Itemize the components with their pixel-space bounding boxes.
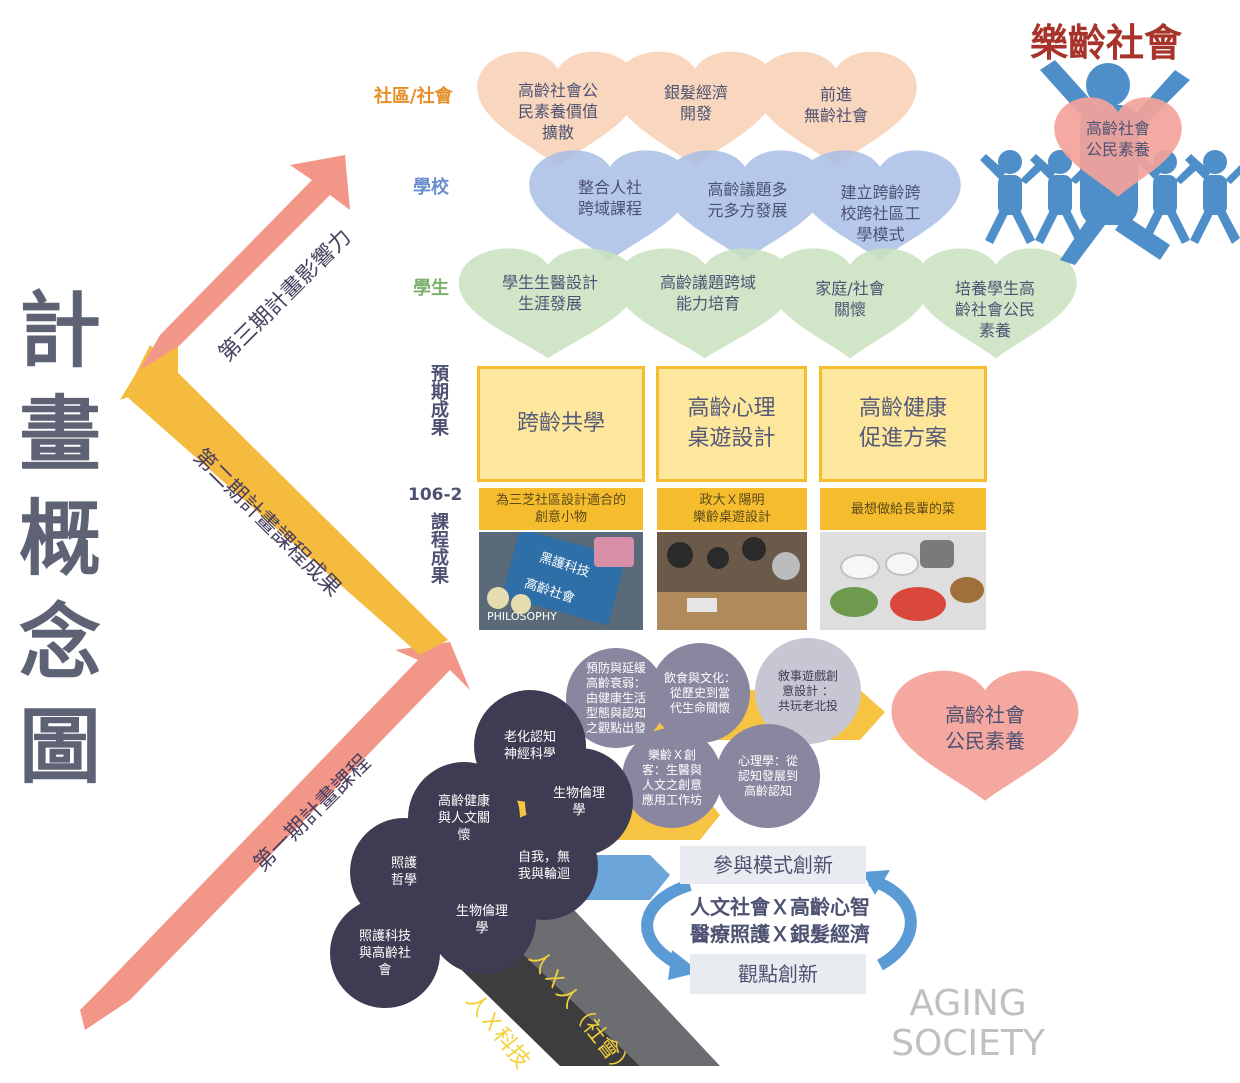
student-heart-3: 家庭/社會 關懷: [815, 279, 885, 319]
cycle-middle-line: 人文社會Ｘ高齡心智: [690, 895, 870, 919]
title-char: 念: [18, 596, 101, 691]
course-circle-dark: 生物倫理 學: [428, 866, 536, 974]
course-circle-dark: 照護科技 與高齡社 會: [330, 898, 440, 1008]
student-heart-4: 培養學生高 齡社會公民 素養: [954, 279, 1035, 340]
course-photo-1: 黑護科技 高齡社會 PHILOSOPHY: [479, 532, 643, 630]
student-heart-2: 高齡議題跨域 能力培育: [659, 273, 756, 313]
course-circle-light: 心理學：從 認知發展到 高齡認知: [716, 724, 820, 828]
watermark-line: AGING: [909, 983, 1027, 1024]
outcome-box-1: 跨齡共學: [477, 366, 645, 482]
community-heart-3: 前進 無齡社會: [803, 85, 868, 125]
outcome-text: 高齡健康 促進方案: [858, 396, 947, 451]
course-label-number: 106-2: [408, 485, 463, 505]
course-circle-light: 樂齡Ｘ創 客：生醫與 人文之創意 應用工作坊: [622, 728, 722, 828]
course-circle-light: 飲食與文化： 從歷史到當 代生命關懷: [650, 643, 750, 743]
watermark-line: SOCIETY: [891, 1023, 1045, 1064]
level-school: 學校: [413, 177, 449, 198]
level-community: 社區/社會: [374, 86, 453, 107]
title-char: 圖: [18, 700, 101, 795]
outcome-text: 跨齡共學: [516, 411, 605, 436]
school-heart-1: 整合人社 跨域課程: [577, 178, 642, 218]
top-title: 樂齡社會: [1030, 21, 1183, 65]
page-title-vertical: 計 畫 概 念 圖: [10, 280, 110, 800]
arrow-phase1: [80, 642, 470, 1030]
expected-outcomes-label: 預期成果: [428, 364, 449, 436]
school-heart-3: 建立跨齡跨 校跨社區工 學模式: [840, 183, 921, 244]
aging-society-watermark: AGING SOCIETY: [888, 984, 1048, 1064]
outcome-box-3: 高齡健康 促進方案: [819, 366, 987, 482]
level-student: 學生: [413, 278, 449, 299]
cycle-top-bar: 參與模式創新: [680, 846, 866, 884]
goal-heart-text: 高齡社會 公民素養: [945, 703, 1025, 753]
outcome-text: 高齡心理 桌遊設計: [687, 396, 776, 451]
arrow-phase3: [140, 155, 350, 370]
arrow-phase2-head: [120, 345, 178, 400]
student-heart-1: 學生生醫設計 生涯發展: [501, 273, 598, 313]
cycle-middle-line: 醫療照護Ｘ銀髮經濟: [690, 922, 870, 946]
cycle-middle: 人文社會Ｘ高齡心智 醫療照護Ｘ銀髮經濟: [672, 894, 888, 948]
course-outcomes-label: 課程成果: [428, 512, 449, 584]
top-heart-text: 高齡社會 公民素養: [1085, 119, 1150, 159]
community-heart-2: 銀髮經濟 開發: [663, 83, 728, 123]
course-photo-3: [820, 532, 986, 630]
course-photo-2: [657, 532, 807, 630]
title-char: 計: [18, 284, 101, 379]
title-char: 概: [18, 492, 101, 587]
title-char: 畫: [18, 388, 101, 483]
school-heart-2: 高齡議題多 元多方發展: [707, 180, 788, 220]
course-caption-2: 政大Ｘ陽明 樂齡桌遊設計: [657, 488, 807, 530]
arrow-phase2-body: [125, 345, 448, 655]
course-caption-3: 最想做給長輩的菜: [820, 488, 986, 530]
outcome-box-2: 高齡心理 桌遊設計: [656, 366, 807, 482]
community-heart-1: 高齡社會公 民素養價值 擴散: [517, 81, 598, 142]
course-caption-1: 為三芝社區設計適合的 創意小物: [479, 488, 643, 530]
cycle-bottom-bar: 觀點創新: [690, 954, 866, 994]
photo1-philosophy-text: PHILOSOPHY: [487, 610, 557, 623]
